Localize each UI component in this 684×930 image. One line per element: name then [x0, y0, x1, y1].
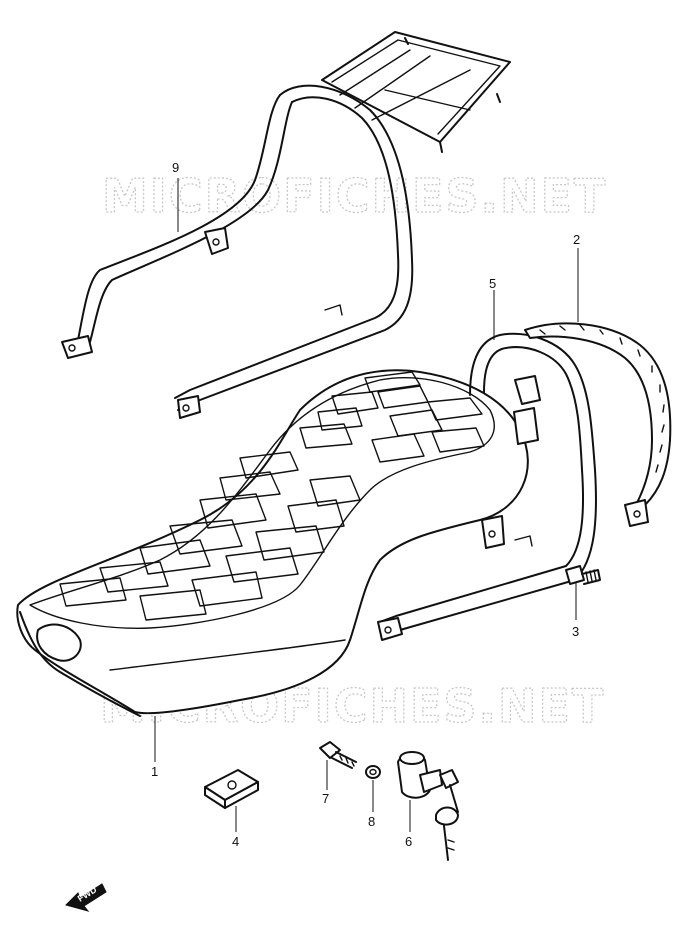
callout-8: 8	[368, 814, 375, 829]
seat[interactable]	[16, 369, 529, 717]
seat-lock-set[interactable]	[397, 751, 459, 861]
bolt-7[interactable]	[319, 741, 357, 769]
grab-rail[interactable]	[377, 332, 597, 641]
watermark-top: MICROFICHES.NET	[102, 169, 607, 223]
callout-7: 7	[322, 791, 329, 806]
rear-carrier-rack[interactable]	[61, 31, 511, 419]
callout-2: 2	[573, 232, 580, 247]
seat-strap[interactable]	[524, 322, 672, 527]
callout-1: 1	[151, 764, 158, 779]
callout-3: 3	[572, 624, 579, 639]
washer[interactable]	[365, 765, 381, 779]
callout-9: 9	[172, 160, 179, 175]
nut-plate[interactable]	[204, 769, 259, 809]
leader-lines	[154, 178, 579, 832]
callout-5: 5	[489, 276, 496, 291]
callout-6: 6	[405, 834, 412, 849]
bolt-3[interactable]	[565, 565, 601, 585]
key-icon	[435, 769, 459, 861]
callout-4: 4	[232, 834, 239, 849]
fwd-arrow-icon: FWD	[65, 883, 107, 912]
